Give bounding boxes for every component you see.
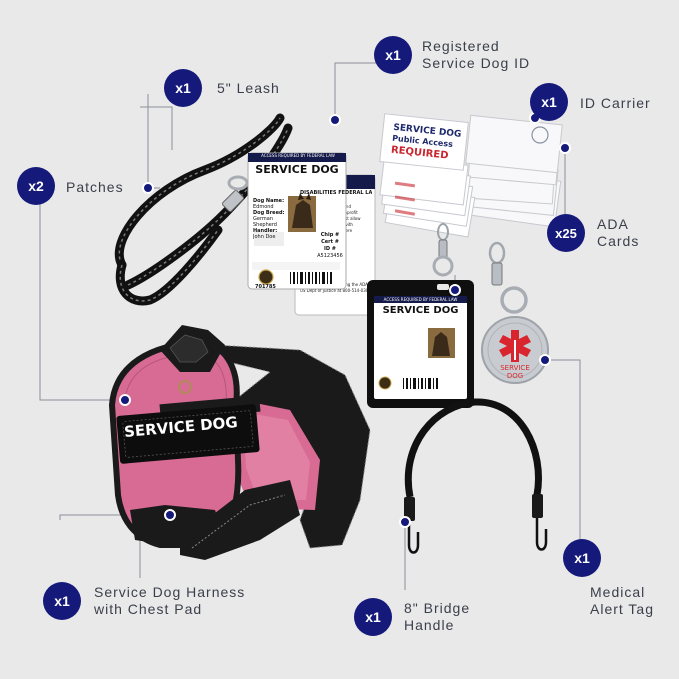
carrier-label: ID Carrier bbox=[580, 95, 651, 111]
harness-label-line1: Service Dog Harness bbox=[94, 584, 246, 600]
ada-card-stack: SERVICE DOG Public Access REQUIRED bbox=[379, 113, 563, 238]
bridge-handle bbox=[404, 398, 548, 554]
callout-dots bbox=[119, 112, 571, 528]
id-front-header: ACCESS REQUIRED BY FEDERAL LAW bbox=[261, 153, 335, 158]
id-label-line1: Registered bbox=[422, 38, 500, 54]
harness-label-line2: with Chest Pad bbox=[94, 601, 203, 617]
id-front-numbers: Chip # Cert # ID # A5123456 bbox=[316, 232, 344, 260]
medical-alert-tag bbox=[481, 241, 549, 384]
id-label-line2: Service Dog ID bbox=[422, 55, 531, 71]
cards-label: ADA Cards bbox=[597, 216, 639, 250]
cards-label-line2: Cards bbox=[597, 233, 640, 249]
id-handler: John Doe bbox=[253, 234, 276, 240]
tag-line1: SERVICE bbox=[500, 364, 530, 372]
id-cert-label: Cert # bbox=[321, 239, 339, 245]
patches-count-badge: x2 bbox=[17, 167, 55, 205]
id-back-header: DISABILITIES FEDERAL LAW bbox=[300, 190, 372, 196]
id-dog-name: Edmond bbox=[253, 204, 274, 210]
carrier-title: SERVICE DOG bbox=[382, 305, 459, 316]
bridge-label: 8" Bridge Handle bbox=[404, 600, 470, 634]
harness-label: Service Dog Harness with Chest Pad bbox=[94, 584, 245, 618]
service-dog-id-cards: Disabilities Act, state and by businesse… bbox=[247, 152, 385, 316]
cards-count-badge: x25 bbox=[547, 214, 585, 252]
harness-count-badge: x1 bbox=[43, 582, 81, 620]
tag-label-line1: Medical bbox=[590, 584, 646, 600]
leash-label: 5" Leash bbox=[217, 80, 280, 96]
id-carrier bbox=[367, 223, 474, 408]
tag-label-line2: Alert Tag bbox=[590, 601, 654, 617]
carrier-header: ACCESS REQUIRED BY FEDERAL LAW bbox=[383, 297, 458, 302]
tag-label: Medical Alert Tag bbox=[590, 584, 654, 618]
id-breed: German Shepherd bbox=[253, 216, 277, 228]
id-label: Registered Service Dog ID bbox=[422, 38, 530, 72]
bridge-label-line2: Handle bbox=[404, 617, 455, 633]
id-reg-number: 701785 bbox=[255, 284, 276, 290]
tag-count-badge: x1 bbox=[563, 539, 601, 577]
svg-text:US Dept of Justice at 800-514-: US Dept of Justice at 800-514-0301 bbox=[300, 288, 371, 293]
id-number-label: ID # bbox=[324, 246, 336, 252]
id-breed-label: Dog Breed: bbox=[253, 210, 285, 216]
tag-line2: DOG bbox=[506, 372, 524, 380]
patches-label: Patches bbox=[66, 179, 124, 195]
service-dog-harness bbox=[108, 325, 371, 560]
bridge-label-line1: 8" Bridge bbox=[404, 600, 471, 616]
bridge-count-badge: x1 bbox=[354, 598, 392, 636]
tag-text: SERVICE DOG bbox=[490, 364, 540, 380]
id-dog-name-label: Dog Name: bbox=[253, 198, 285, 204]
cards-label-line1: ADA bbox=[597, 216, 629, 232]
id-count-badge: x1 bbox=[374, 36, 412, 74]
id-chip-label: Chip # bbox=[320, 232, 340, 238]
leash bbox=[114, 113, 293, 306]
id-handler-label: Handler: bbox=[253, 228, 278, 234]
id-front-title: SERVICE DOG bbox=[255, 163, 339, 176]
id-number: A5123456 bbox=[317, 253, 343, 259]
carrier-count-badge: x1 bbox=[530, 83, 568, 121]
leash-count-badge: x1 bbox=[164, 69, 202, 107]
id-front-fields: Dog Name: Edmond Dog Breed: German Sheph… bbox=[253, 198, 289, 240]
